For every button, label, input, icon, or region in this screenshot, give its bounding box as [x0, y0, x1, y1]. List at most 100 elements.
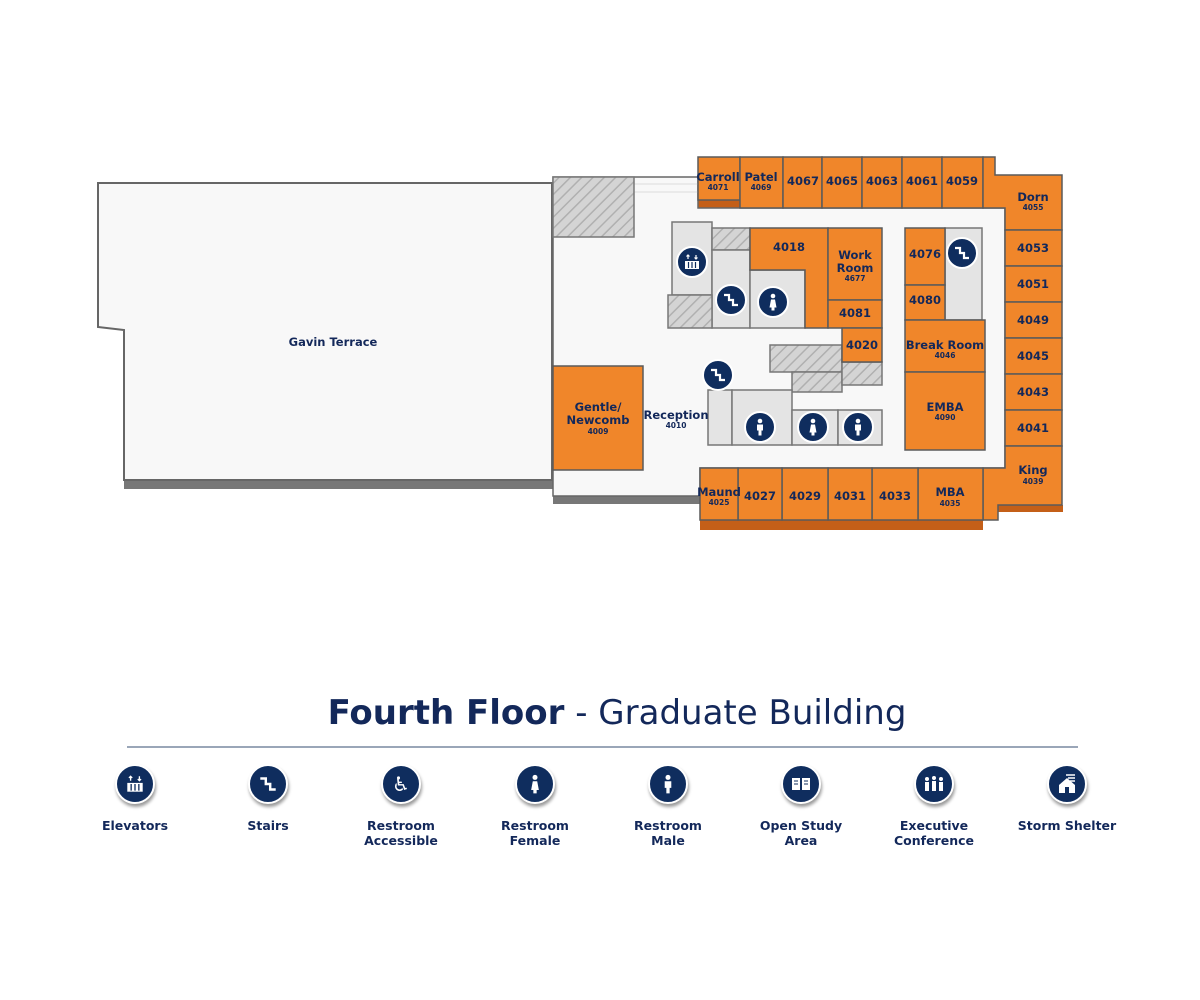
restroom-male-icon	[842, 411, 874, 443]
elevator-icon	[115, 764, 155, 804]
svg-text:4031: 4031	[834, 489, 866, 503]
room-4027[interactable]: 4027	[737, 467, 783, 521]
room-4059[interactable]: 4059	[941, 156, 984, 209]
svg-text:4049: 4049	[1017, 313, 1049, 327]
room-4076[interactable]: 4076	[904, 227, 946, 286]
svg-text:4067: 4067	[787, 174, 819, 188]
svg-text:4018: 4018	[773, 240, 805, 254]
divider	[127, 746, 1078, 748]
svg-text:4010: 4010	[666, 421, 687, 430]
legend-open-study: Open Study Area	[736, 764, 866, 848]
svg-text:4063: 4063	[866, 174, 898, 188]
room-4067[interactable]: 4067	[782, 156, 823, 209]
room-4031[interactable]: 4031	[827, 467, 873, 521]
stairs-icon	[715, 284, 747, 316]
legend-restroom-male: Restroom Male	[603, 764, 733, 848]
svg-text:4039: 4039	[1023, 477, 1044, 486]
svg-text:4055: 4055	[1023, 203, 1044, 212]
svg-text:Dorn: Dorn	[1017, 190, 1048, 204]
legend-restroom-female: Restroom Female	[470, 764, 600, 848]
svg-text:4059: 4059	[946, 174, 978, 188]
svg-text:4053: 4053	[1017, 241, 1049, 255]
svg-text:4045: 4045	[1017, 349, 1049, 363]
legend-label: Executive Conference	[893, 818, 974, 848]
room-4041[interactable]: 4041	[1004, 409, 1063, 447]
svg-text:Work: Work	[838, 248, 872, 262]
room-4053[interactable]: 4053	[1004, 229, 1063, 267]
room-4020[interactable]: 4020	[841, 327, 883, 363]
legend-label: Open Study Area	[759, 818, 843, 848]
people-icon	[914, 764, 954, 804]
room-4051[interactable]: 4051	[1004, 265, 1063, 303]
room-4080[interactable]: 4080	[904, 284, 946, 321]
elevator-icon	[676, 246, 708, 278]
book-icon	[781, 764, 821, 804]
legend-restroom-accessible: ♿Restroom Accessible	[336, 764, 466, 848]
svg-text:4033: 4033	[879, 489, 911, 503]
title-building: - Graduate Building	[564, 693, 907, 733]
svg-text:4065: 4065	[826, 174, 858, 188]
legend-label: Restroom Male	[634, 818, 702, 848]
wheelchair-icon: ♿	[381, 764, 421, 804]
svg-text:Maund: Maund	[697, 485, 741, 499]
room-4043[interactable]: 4043	[1004, 373, 1063, 411]
svg-text:4677: 4677	[845, 274, 866, 283]
stairs-icon	[702, 359, 734, 391]
svg-text:4029: 4029	[789, 489, 821, 503]
restroom-female-icon	[515, 764, 555, 804]
svg-text:4051: 4051	[1017, 277, 1049, 291]
svg-text:4025: 4025	[709, 498, 730, 507]
svg-text:Carroll: Carroll	[696, 170, 739, 184]
room-4063[interactable]: 4063	[861, 156, 903, 209]
svg-text:4076: 4076	[909, 247, 941, 261]
room-4081[interactable]: 4081	[827, 299, 883, 329]
room-4045[interactable]: 4045	[1004, 337, 1063, 375]
svg-text:Reception: Reception	[643, 408, 708, 422]
legend-label: Elevators	[101, 818, 169, 833]
service-areas	[552, 176, 983, 446]
restroom-female-icon	[797, 411, 829, 443]
svg-text:EMBA: EMBA	[927, 400, 964, 414]
legend-storm-shelter: Storm Shelter	[1002, 764, 1132, 833]
restroom-male-icon	[648, 764, 688, 804]
legend-label: Storm Shelter	[1017, 818, 1117, 833]
room-4029[interactable]: 4029	[781, 467, 829, 521]
svg-text:4027: 4027	[744, 489, 776, 503]
svg-text:4090: 4090	[935, 413, 956, 422]
svg-text:Gentle/: Gentle/	[575, 400, 623, 414]
svg-text:Patel: Patel	[744, 170, 777, 184]
stairs-icon	[248, 764, 288, 804]
svg-text:MBA: MBA	[935, 485, 964, 499]
legend-label: Restroom Female	[501, 818, 569, 848]
legend-label: Stairs	[247, 818, 289, 833]
terrace-label: Gavin Terrace	[289, 335, 378, 349]
room-4049[interactable]: 4049	[1004, 301, 1063, 339]
legend-stairs: Stairs	[203, 764, 333, 833]
svg-text:4046: 4046	[935, 351, 956, 360]
room-4065[interactable]: 4065	[821, 156, 863, 209]
stairs-icon	[946, 237, 978, 269]
svg-text:Newcomb: Newcomb	[567, 413, 630, 427]
svg-text:Break Room: Break Room	[906, 338, 984, 352]
gavin-terrace[interactable]: Gavin Terrace	[97, 182, 553, 481]
title-floor: Fourth Floor	[327, 693, 565, 733]
room-4061[interactable]: 4061	[901, 156, 943, 209]
restroom-male-icon	[744, 411, 776, 443]
svg-text:4061: 4061	[906, 174, 938, 188]
svg-text:4035: 4035	[940, 499, 961, 508]
svg-text:4081: 4081	[839, 306, 871, 320]
svg-text:4043: 4043	[1017, 385, 1049, 399]
room-4033[interactable]: 4033	[871, 467, 919, 521]
svg-text:King: King	[1018, 463, 1047, 477]
